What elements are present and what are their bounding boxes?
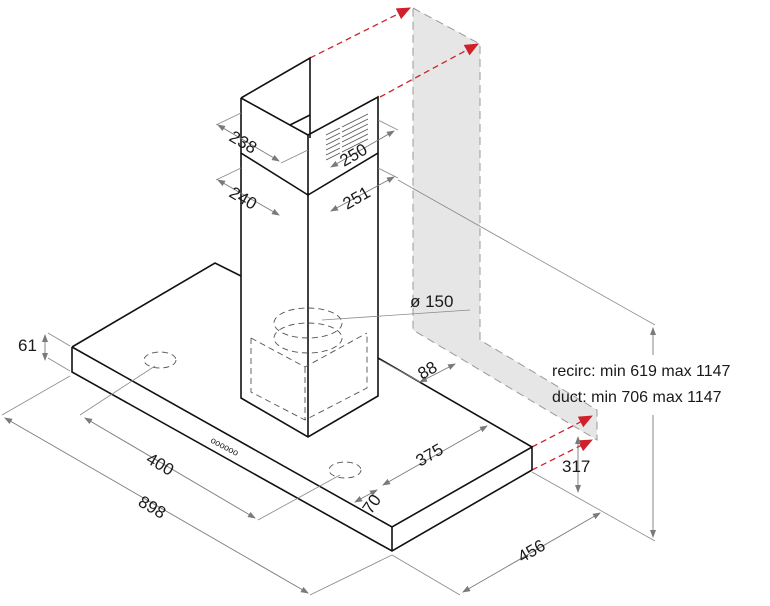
hidden-motor-outline: [143, 307, 368, 479]
dim-total-depth: 456: [515, 536, 549, 567]
wall-outline: [412, 7, 598, 441]
dim-upper-chimney-depth: 238: [226, 127, 260, 158]
duct-height-note: duct: min 706 max 1147: [552, 389, 722, 406]
dim-control-offset: 400: [143, 449, 177, 480]
dim-canopy-thickness: 61: [18, 336, 37, 355]
dim-wall-offset: 88: [415, 358, 441, 384]
dim-wall-height: 317: [562, 457, 590, 476]
dim-outlet-diameter: ø 150: [410, 292, 453, 311]
dimension-lines: [1, 112, 656, 596]
recirc-height-note: recirc: min 619 max 1147: [552, 363, 731, 380]
wall-mounting-arrows: [309, 7, 593, 471]
dim-lower-chimney-width: 251: [340, 183, 374, 214]
dim-upper-chimney-width: 250: [337, 140, 371, 171]
dim-total-width: 898: [135, 492, 169, 523]
dim-rear-offset: 70: [359, 491, 385, 517]
upper-chimney: [240, 56, 379, 197]
